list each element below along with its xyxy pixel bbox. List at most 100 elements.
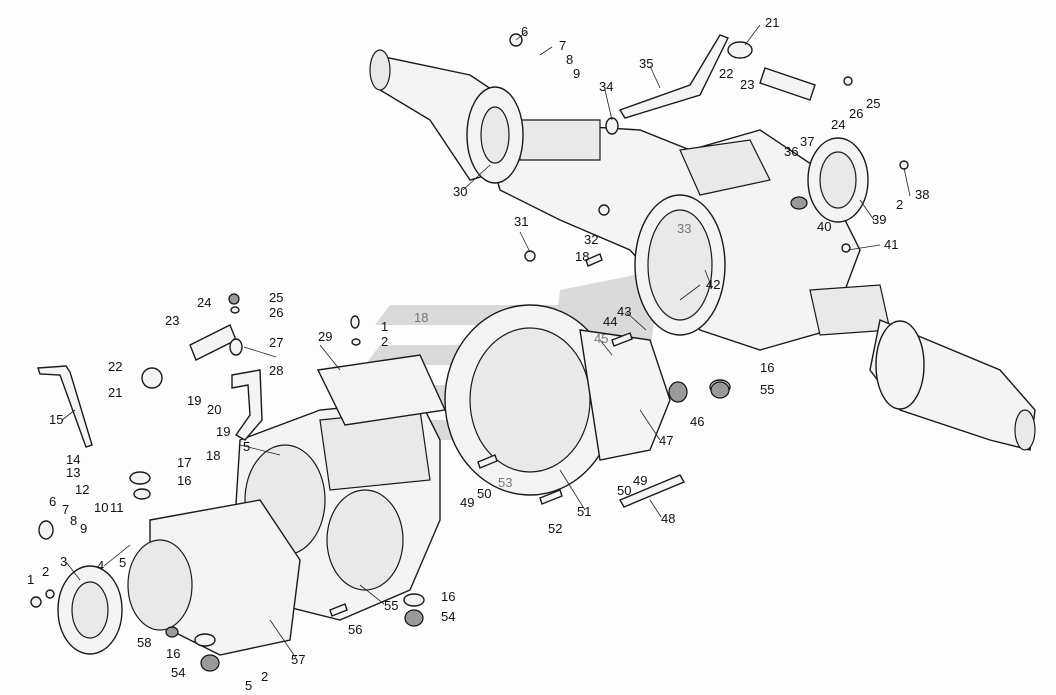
part-number-label: 42 <box>706 277 720 292</box>
part-number-label: 23 <box>165 313 179 328</box>
differential-carrier <box>444 304 671 496</box>
part-number-label: 5 <box>243 439 250 454</box>
part-number-label: 18 <box>575 249 589 264</box>
part-number-label: 16 <box>760 360 774 375</box>
small-parts <box>30 33 909 672</box>
part-number-label: 5 <box>245 678 252 693</box>
part-number-label: 17 <box>177 455 191 470</box>
part-number-label: 39 <box>872 212 886 227</box>
part-number-label: 2 <box>261 669 268 684</box>
part-number-label: 53 <box>498 475 512 490</box>
part-number-label: 13 <box>66 465 80 480</box>
part-number-label: 27 <box>269 335 283 350</box>
part-number-label: 54 <box>441 609 455 624</box>
part-number-label: 51 <box>577 504 591 519</box>
cylinder-24-lower <box>189 324 237 361</box>
part-number-label: 28 <box>269 363 283 378</box>
part-number-label: 9 <box>573 66 580 81</box>
axle-housing <box>479 119 891 351</box>
part-number-label: 46 <box>690 414 704 429</box>
part-number-label: 6 <box>49 494 56 509</box>
part-number-label: 26 <box>269 305 283 320</box>
part-number-label: 54 <box>171 665 185 680</box>
part-number-label: 21 <box>765 15 779 30</box>
part-labels: 6789343521222325262437363031382394032334… <box>27 15 929 693</box>
part-number-label: 7 <box>559 38 566 53</box>
right-spindle <box>869 319 1036 451</box>
part-number-label: 12 <box>75 482 89 497</box>
part-number-label: 40 <box>817 219 831 234</box>
part-number-label: 2 <box>896 197 903 212</box>
cylinder-24-upper <box>759 67 816 101</box>
part-number-label: 7 <box>62 502 69 517</box>
flange-3 <box>57 565 123 655</box>
part-number-label: 44 <box>603 314 617 329</box>
part-number-label: 1 <box>381 319 388 334</box>
part-number-label: 45 <box>594 331 608 346</box>
part-number-label: 1 <box>27 572 34 587</box>
part-number-label: 25 <box>269 290 283 305</box>
cover-plate-29 <box>316 354 447 426</box>
part-number-label: 35 <box>639 56 653 71</box>
part-number-label: 55 <box>384 598 398 613</box>
part-number-label: 36 <box>784 144 798 159</box>
part-number-label: 2 <box>381 334 388 349</box>
part-number-label: 22 <box>719 66 733 81</box>
part-number-label: 21 <box>108 385 122 400</box>
part-number-label: 16 <box>441 589 455 604</box>
part-number-label: 55 <box>760 382 774 397</box>
part-number-label: 34 <box>599 79 613 94</box>
part-number-label: 19 <box>187 393 201 408</box>
lever-15 <box>37 365 93 448</box>
front-cover-57 <box>127 499 301 656</box>
part-number-label: 20 <box>207 402 221 417</box>
part-number-label: 38 <box>915 187 929 202</box>
part-number-label: 25 <box>866 96 880 111</box>
part-number-label: 33 <box>677 221 691 236</box>
part-number-label: 2 <box>42 564 49 579</box>
lever-35 <box>618 34 729 119</box>
part-number-label: 10 <box>94 500 108 515</box>
part-number-label: 49 <box>633 473 647 488</box>
part-number-label: 43 <box>617 304 631 319</box>
part-number-label: 16 <box>177 473 191 488</box>
part-number-label: 47 <box>659 433 673 448</box>
part-number-label: 4 <box>97 558 104 573</box>
part-number-label: 52 <box>548 521 562 536</box>
part-number-label: 50 <box>617 483 631 498</box>
part-number-label: 56 <box>348 622 362 637</box>
part-number-label: 24 <box>197 295 211 310</box>
part-number-label: 6 <box>521 24 528 39</box>
part-number-label: 49 <box>460 495 474 510</box>
part-number-label: 48 <box>661 511 675 526</box>
part-number-label: 23 <box>740 77 754 92</box>
part-number-label: 29 <box>318 329 332 344</box>
part-number-label: 32 <box>584 232 598 247</box>
bracket-28 <box>231 369 263 441</box>
part-number-label: 50 <box>477 486 491 501</box>
part-number-label: 31 <box>514 214 528 229</box>
shaft-48 <box>618 474 686 508</box>
part-number-label: 57 <box>291 652 305 667</box>
part-number-label: 30 <box>453 184 467 199</box>
leader-lines <box>61 24 911 659</box>
part-number-label: 18 <box>206 448 220 463</box>
part-number-label: 5 <box>119 555 126 570</box>
part-number-label: 9 <box>80 521 87 536</box>
part-number-label: 14 <box>66 452 80 467</box>
flange-39 <box>807 137 869 223</box>
part-number-label: 16 <box>166 646 180 661</box>
part-number-label: 15 <box>49 412 63 427</box>
part-number-label: 41 <box>884 237 898 252</box>
part-number-label: 37 <box>800 134 814 149</box>
part-number-label: 22 <box>108 359 122 374</box>
part-number-label: 3 <box>60 554 67 569</box>
left-spindle <box>369 49 524 184</box>
part-number-label: 58 <box>137 635 151 650</box>
part-number-label: 19 <box>216 424 230 439</box>
part-number-label: 8 <box>70 513 77 528</box>
part-number-label: 11 <box>110 500 124 515</box>
part-number-label: 18 <box>414 310 428 325</box>
